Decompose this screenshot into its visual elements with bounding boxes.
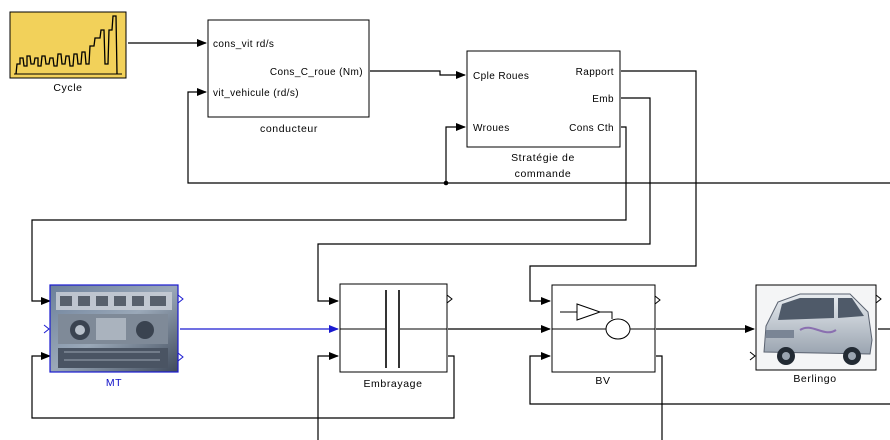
cycle-label: Cycle — [53, 82, 82, 94]
strategie-frame[interactable] — [466, 50, 621, 148]
cycle-block[interactable]: Cycle — [9, 11, 127, 94]
mt-out-port-1 — [177, 294, 184, 304]
strategie-label-line2: commande — [515, 168, 572, 180]
bv-block[interactable]: BV — [551, 284, 661, 387]
wire-bv-down — [656, 355, 663, 440]
engine-image-icon — [56, 292, 172, 368]
car-image-icon — [763, 293, 873, 365]
embrayage-frame[interactable] — [339, 283, 448, 373]
cycle-block-frame[interactable] — [9, 11, 127, 79]
conducteur-out-port-1: Cons_C_roue (Nm) — [270, 67, 363, 78]
strategie-out-port-1: Rapport — [576, 67, 614, 78]
berlingo-out-port-1 — [875, 294, 882, 304]
bv-label: BV — [595, 375, 610, 387]
berlingo-label: Berlingo — [793, 373, 836, 385]
mt-out-port-3 — [177, 352, 184, 362]
mt-block[interactable]: MT — [43, 284, 184, 389]
wire-to-bv-bottom — [529, 352, 890, 405]
conducteur-frame[interactable] — [207, 19, 370, 118]
embrayage-label: Embrayage — [363, 378, 422, 390]
mt-in-port-2 — [43, 324, 50, 334]
strategie-out-port-2: Emb — [592, 94, 614, 105]
strategie-label-line1: Stratégie de — [511, 152, 575, 164]
wire-embrayage-to-mt — [31, 352, 455, 419]
wire-junction — [443, 180, 449, 186]
wire-wroues — [445, 123, 466, 183]
wire-emb — [317, 97, 651, 305]
gear-icon — [605, 318, 631, 340]
cycle-plot-icon — [15, 15, 118, 75]
wire-cons-c-roue — [370, 70, 466, 79]
strategie-block[interactable]: Cple Roues Wroues Rapport Emb Cons Cth S… — [466, 50, 621, 180]
wires — [31, 39, 890, 440]
conducteur-block[interactable]: cons_vit rd/s vit_vehicule (rd/s) Cons_C… — [207, 19, 370, 135]
wire-to-embrayage-bottom — [317, 352, 339, 440]
strategie-in-port-1: Cple Roues — [473, 71, 529, 82]
embrayage-out-port-1 — [446, 294, 453, 304]
strategie-out-port-3: Cons Cth — [569, 123, 614, 134]
berlingo-in-port-2 — [749, 351, 756, 361]
bv-out-port-1 — [654, 295, 661, 305]
conducteur-label: conducteur — [260, 123, 318, 135]
strategie-in-port-2: Wroues — [473, 123, 510, 134]
mt-label: MT — [106, 377, 122, 389]
gain-icon — [560, 303, 613, 321]
berlingo-block[interactable]: Berlingo — [749, 284, 882, 385]
wire-cons-cth — [31, 126, 627, 305]
wire-rapport — [529, 70, 697, 305]
wire-vit-vehicule-feedback — [187, 88, 890, 184]
conducteur-in-port-1: cons_vit rd/s — [213, 39, 274, 50]
embrayage-block[interactable]: Embrayage — [339, 283, 453, 390]
conducteur-in-port-2: vit_vehicule (rd/s) — [213, 88, 299, 99]
